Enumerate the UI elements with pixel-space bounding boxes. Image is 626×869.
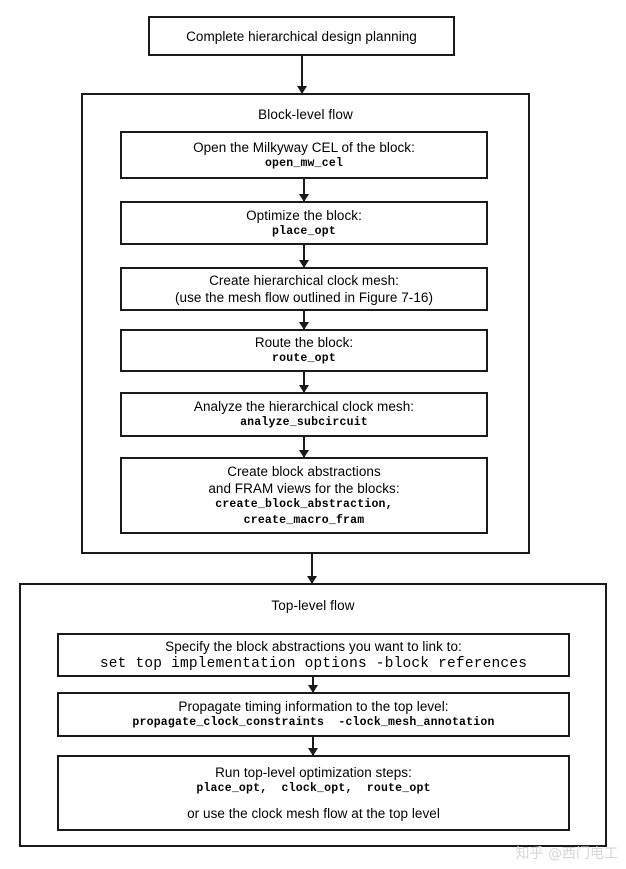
arrow-block-flow-to-top-flow <box>311 554 313 583</box>
step-specify-block-abstractions-text: Specify the block abstractions you want … <box>165 638 462 654</box>
step-specify-block-abstractions: Specify the block abstractions you want … <box>57 633 570 677</box>
step-create-block-abstractions-command: create_block_abstraction, <box>215 497 393 511</box>
step-route-block-text: Route the block: <box>254 335 354 350</box>
arrow-top-step2-to-step3 <box>312 737 314 755</box>
step-open-milkyway-cel: Open the Milkyway CEL of the block: open… <box>120 131 488 179</box>
step-create-block-abstractions: Create block abstractions and FRAM views… <box>120 457 488 534</box>
arrow-step3-to-step4 <box>303 311 305 329</box>
arrow-top-step1-to-step2 <box>312 677 314 692</box>
step-optimize-block-text: Optimize the block: <box>246 207 362 223</box>
step-route-block: Route the block: route_opt <box>120 329 488 372</box>
arrow-step2-to-step3 <box>303 245 305 267</box>
step-run-top-level-optimization-note: or use the clock mesh flow at the top le… <box>187 806 440 821</box>
arrow-step4-to-step5 <box>303 372 305 392</box>
arrow-title-to-block-flow <box>301 56 303 93</box>
step-route-block-command: route_opt <box>272 352 336 365</box>
step-run-top-level-optimization-text: Run top-level optimization steps: <box>215 765 412 780</box>
step-open-milkyway-cel-command: open_mw_cel <box>264 156 344 170</box>
step-create-block-abstractions-text2: and FRAM views for the blocks: <box>208 480 400 496</box>
arrow-step5-to-step6 <box>303 437 305 457</box>
step-run-top-level-optimization-command: place_opt, clock_opt, route_opt <box>196 782 431 795</box>
arrow-step1-to-step2 <box>303 179 305 201</box>
step-run-top-level-optimization: Run top-level optimization steps: place_… <box>57 755 570 831</box>
step-analyze-hier-clock-mesh-command: analyze_subcircuit <box>240 416 368 429</box>
step-create-hier-clock-mesh-note: (use the mesh flow outlined in Figure 7-… <box>174 290 434 305</box>
top-level-flow-title: Top-level flow <box>271 598 355 613</box>
step-optimize-block: Optimize the block: place_opt <box>120 201 488 245</box>
step-specify-block-abstractions-command: set top implementation options -block re… <box>99 655 528 672</box>
block-level-flow-title: Block-level flow <box>258 107 353 122</box>
step-create-block-abstractions-command2: create_macro_fram <box>243 513 365 527</box>
step-create-hier-clock-mesh: Create hierarchical clock mesh: (use the… <box>120 267 488 311</box>
step-create-hier-clock-mesh-text: Create hierarchical clock mesh: <box>209 273 399 288</box>
step-open-milkyway-cel-text: Open the Milkyway CEL of the block: <box>193 139 415 155</box>
step-analyze-hier-clock-mesh-text: Analyze the hierarchical clock mesh: <box>193 399 415 414</box>
title-box-label: Complete hierarchical design planning <box>186 28 417 44</box>
complete-hierarchical-design-planning-box: Complete hierarchical design planning <box>148 16 455 56</box>
step-propagate-timing-information: Propagate timing information to the top … <box>57 692 570 737</box>
zhihu-watermark: 知乎 @西门电工 <box>515 846 618 862</box>
step-propagate-timing-information-text: Propagate timing information to the top … <box>178 699 449 714</box>
step-optimize-block-command: place_opt <box>272 224 336 238</box>
step-propagate-timing-information-command: propagate_clock_constraints -clock_mesh_… <box>132 716 495 729</box>
step-create-block-abstractions-text: Create block abstractions <box>227 463 381 479</box>
step-analyze-hier-clock-mesh: Analyze the hierarchical clock mesh: ana… <box>120 392 488 437</box>
